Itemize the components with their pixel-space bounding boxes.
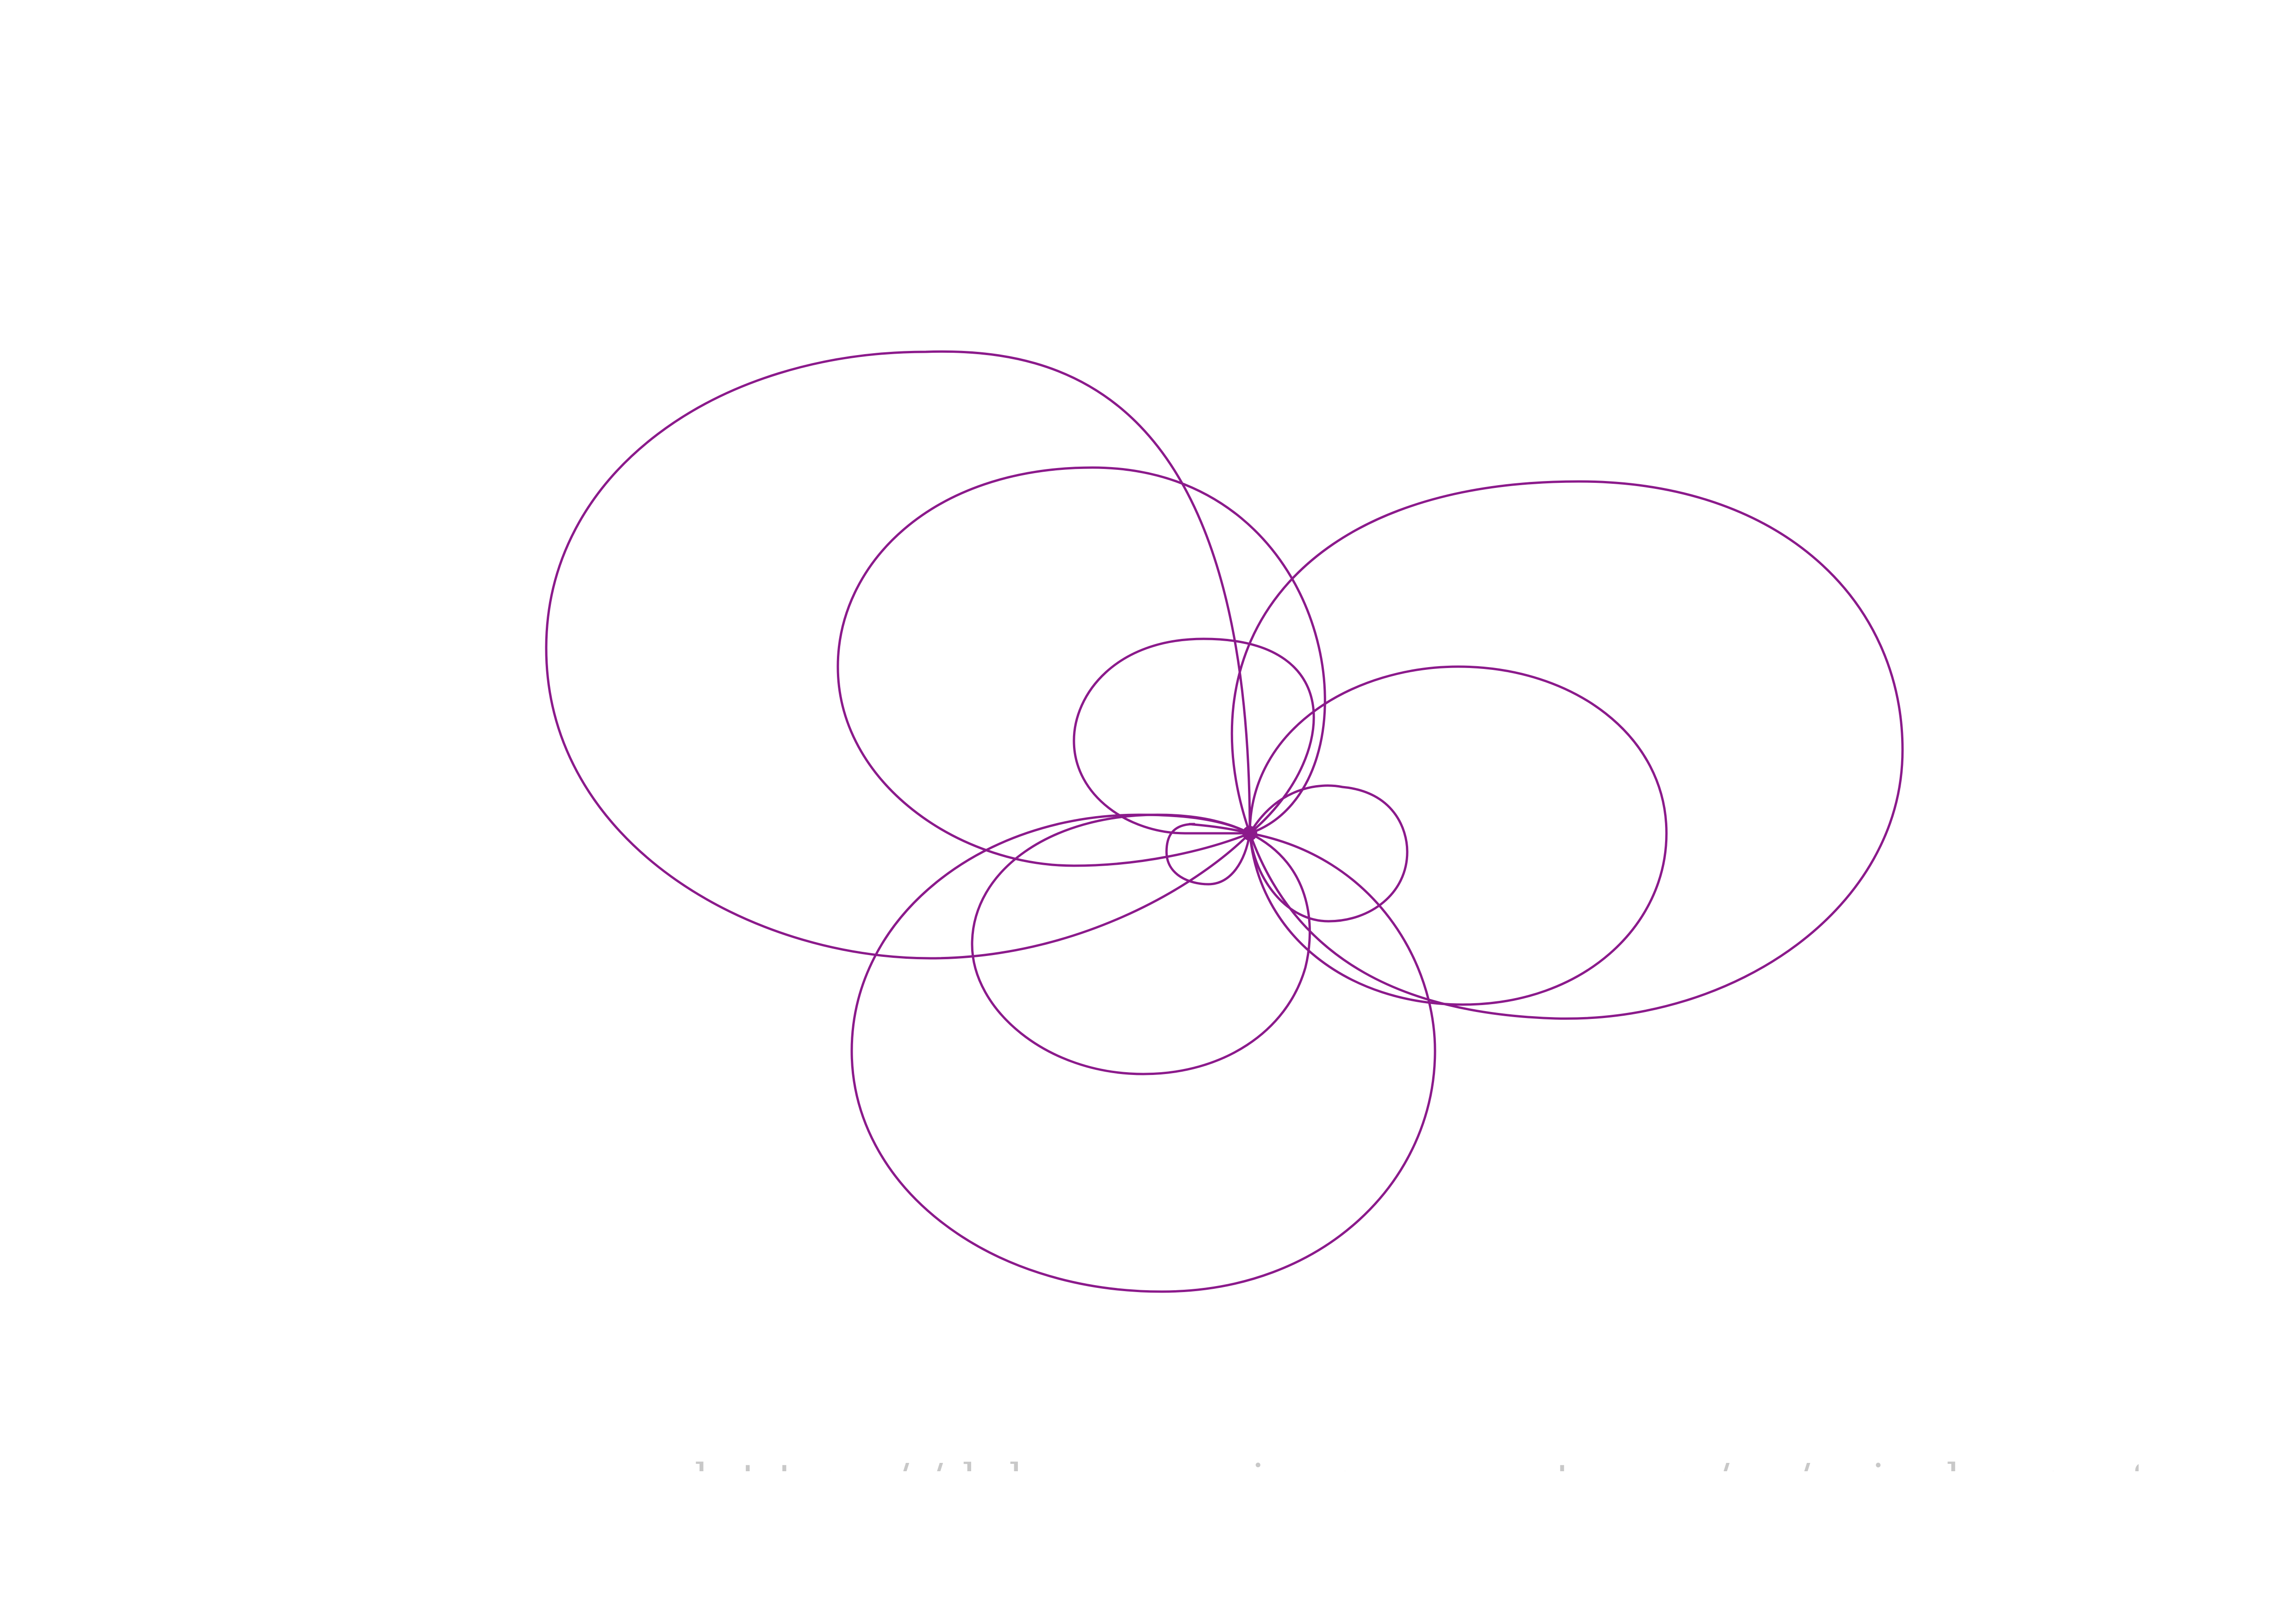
large-upper-left-loop	[545, 350, 1251, 960]
tiny-left-loop	[1165, 823, 1251, 886]
curve-group	[545, 350, 1904, 1293]
medium-right-loop	[1248, 665, 1668, 1006]
center-point	[1242, 826, 1257, 841]
small-center-loop	[1073, 637, 1315, 835]
medium-upper-loop	[836, 466, 1326, 867]
small-right-loop	[1248, 784, 1409, 923]
large-right-loop	[1230, 480, 1904, 1020]
large-bottom-loop	[850, 813, 1436, 1293]
watermark: http://blog.sciencenet.cn/u/zjzhang87481…	[694, 1458, 2139, 1471]
watermark-text: http://blog.sciencenet.cn/u/zjzhang87481…	[694, 1458, 2139, 1471]
